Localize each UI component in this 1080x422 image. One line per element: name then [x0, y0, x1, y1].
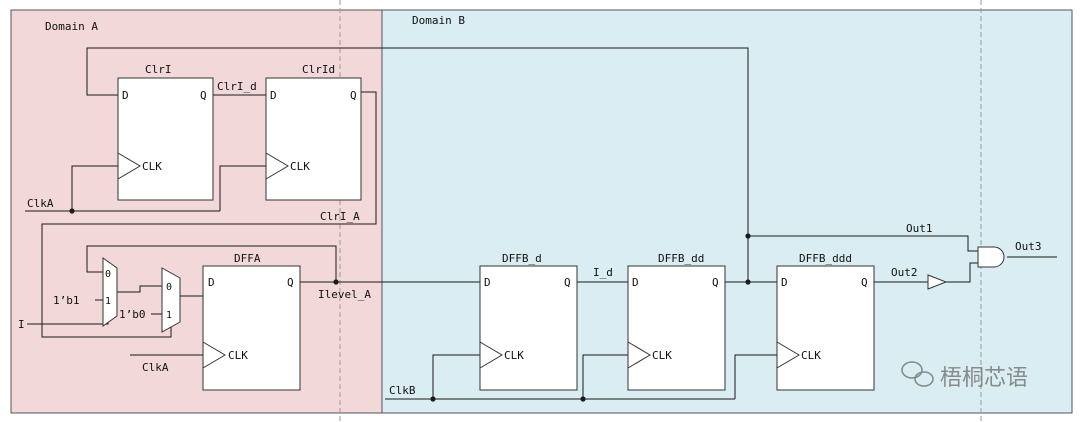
pin-q: Q [861, 276, 868, 289]
clock-triangle-icon [202, 341, 226, 369]
mux-input-1: 1 [166, 310, 172, 321]
label-clka-bottom: ClkA [142, 361, 169, 374]
flipflop-body [265, 77, 362, 201]
pin-clk: CLK [290, 160, 310, 173]
pin-d: D [632, 276, 639, 289]
wire-clrid-q [41, 91, 377, 338]
wire-out2-buf [946, 262, 978, 283]
junction-clkb-dd [580, 396, 586, 402]
pin-clk: CLK [652, 349, 672, 362]
wire-mux1-out [117, 285, 162, 293]
pin-clk: CLK [504, 349, 524, 362]
flipflop-dffb-ddd: DFFB_ddd D Q CLK [776, 252, 875, 391]
mux-input-1: 1 [105, 296, 111, 307]
label-clri-a: ClrI_A [320, 210, 360, 223]
wire-mux1-feedback [86, 245, 337, 282]
wire-clka-to-clri [71, 165, 118, 211]
flipflop-title: ClrId [302, 63, 335, 76]
label-i-d: I_d [593, 266, 613, 279]
pin-q: Q [287, 276, 294, 289]
wire-clkb-to-d [432, 354, 480, 399]
label-clkb: ClkB [389, 384, 416, 397]
pin-clk: CLK [228, 349, 248, 362]
domain-a-label: Domain A [45, 20, 98, 33]
mux-input-0: 0 [166, 282, 172, 293]
wire-out1 [748, 235, 978, 252]
pin-d: D [208, 276, 215, 289]
junction-clka-top [69, 208, 75, 214]
wire-clkb-to-dd [582, 354, 628, 399]
pin-d: D [484, 276, 491, 289]
junctions [69, 208, 751, 402]
label-out1: Out1 [906, 222, 933, 235]
label-clri-d: ClrI_d [217, 80, 257, 93]
flipflop-body [627, 265, 726, 391]
wechat-icon [901, 361, 934, 387]
flipflop-dffb-d: DFFB_d D Q CLK [479, 252, 578, 391]
label-out3: Out3 [1015, 240, 1042, 253]
flipflop-title: DFFB_dd [658, 252, 704, 265]
mux-2: 0 1 1’b0 [119, 267, 181, 333]
clock-triangle-icon [627, 341, 651, 369]
label-clka-top: ClkA [27, 197, 54, 210]
pin-q: Q [712, 276, 719, 289]
flipflop-dffa: DFFA D Q CLK [202, 252, 301, 391]
mux-body [161, 267, 181, 333]
mux-body [102, 257, 118, 327]
flipflop-clri: ClrI D Q CLK [117, 63, 214, 201]
flipflop-body [202, 265, 301, 391]
pin-q: Q [350, 89, 357, 102]
junction-clkb-d [430, 396, 436, 402]
pin-d: D [122, 89, 129, 102]
clock-triangle-icon [265, 152, 289, 180]
watermark-text: 梧桐芯语 [940, 366, 1028, 391]
pin-q: Q [200, 89, 207, 102]
flipflop-title: DFFB_d [502, 252, 542, 265]
flipflop-clrid: ClrId D Q CLK [265, 63, 362, 201]
pin-d: D [781, 276, 788, 289]
const-1b0-label: 1’b0 [119, 308, 146, 321]
clock-triangle-icon [479, 341, 503, 369]
wire-clkb-to-ddd [734, 354, 777, 399]
flipflop-dffb-dd: DFFB_dd D Q CLK [627, 252, 726, 391]
junction-ilevel-a [333, 279, 339, 285]
label-input-i: I [18, 318, 25, 331]
clock-triangle-icon [117, 152, 141, 180]
wire-clear-feedback [86, 47, 749, 282]
mux-1: 0 1 1’b1 [53, 257, 118, 327]
domain-b-label: Domain B [412, 14, 465, 27]
const-1b1-label: 1’b1 [53, 294, 80, 307]
junction-dd-q [745, 279, 751, 285]
wire-clka-to-clrid [219, 165, 266, 211]
clock-triangle-icon [776, 341, 800, 369]
flipflop-title: DFFA [234, 252, 261, 265]
pin-q: Q [564, 276, 571, 289]
flipflop-title: DFFB_ddd [799, 252, 852, 265]
flipflop-body [117, 77, 214, 201]
label-out2: Out2 [891, 266, 918, 279]
pin-clk: CLK [142, 160, 162, 173]
wires [25, 47, 1057, 400]
watermark: 梧桐芯语 [901, 361, 1028, 391]
label-ilevel-a: Ilevel_A [318, 288, 371, 301]
junction-out1 [745, 233, 751, 239]
pin-clk: CLK [801, 349, 821, 362]
flipflop-body [479, 265, 578, 391]
buffer-gate-icon [927, 274, 948, 290]
pin-d: D [270, 89, 277, 102]
flipflop-body [776, 265, 875, 391]
flipflop-title: ClrI [145, 63, 172, 76]
mux-input-0: 0 [105, 269, 111, 280]
and-gate-icon [977, 246, 1005, 268]
